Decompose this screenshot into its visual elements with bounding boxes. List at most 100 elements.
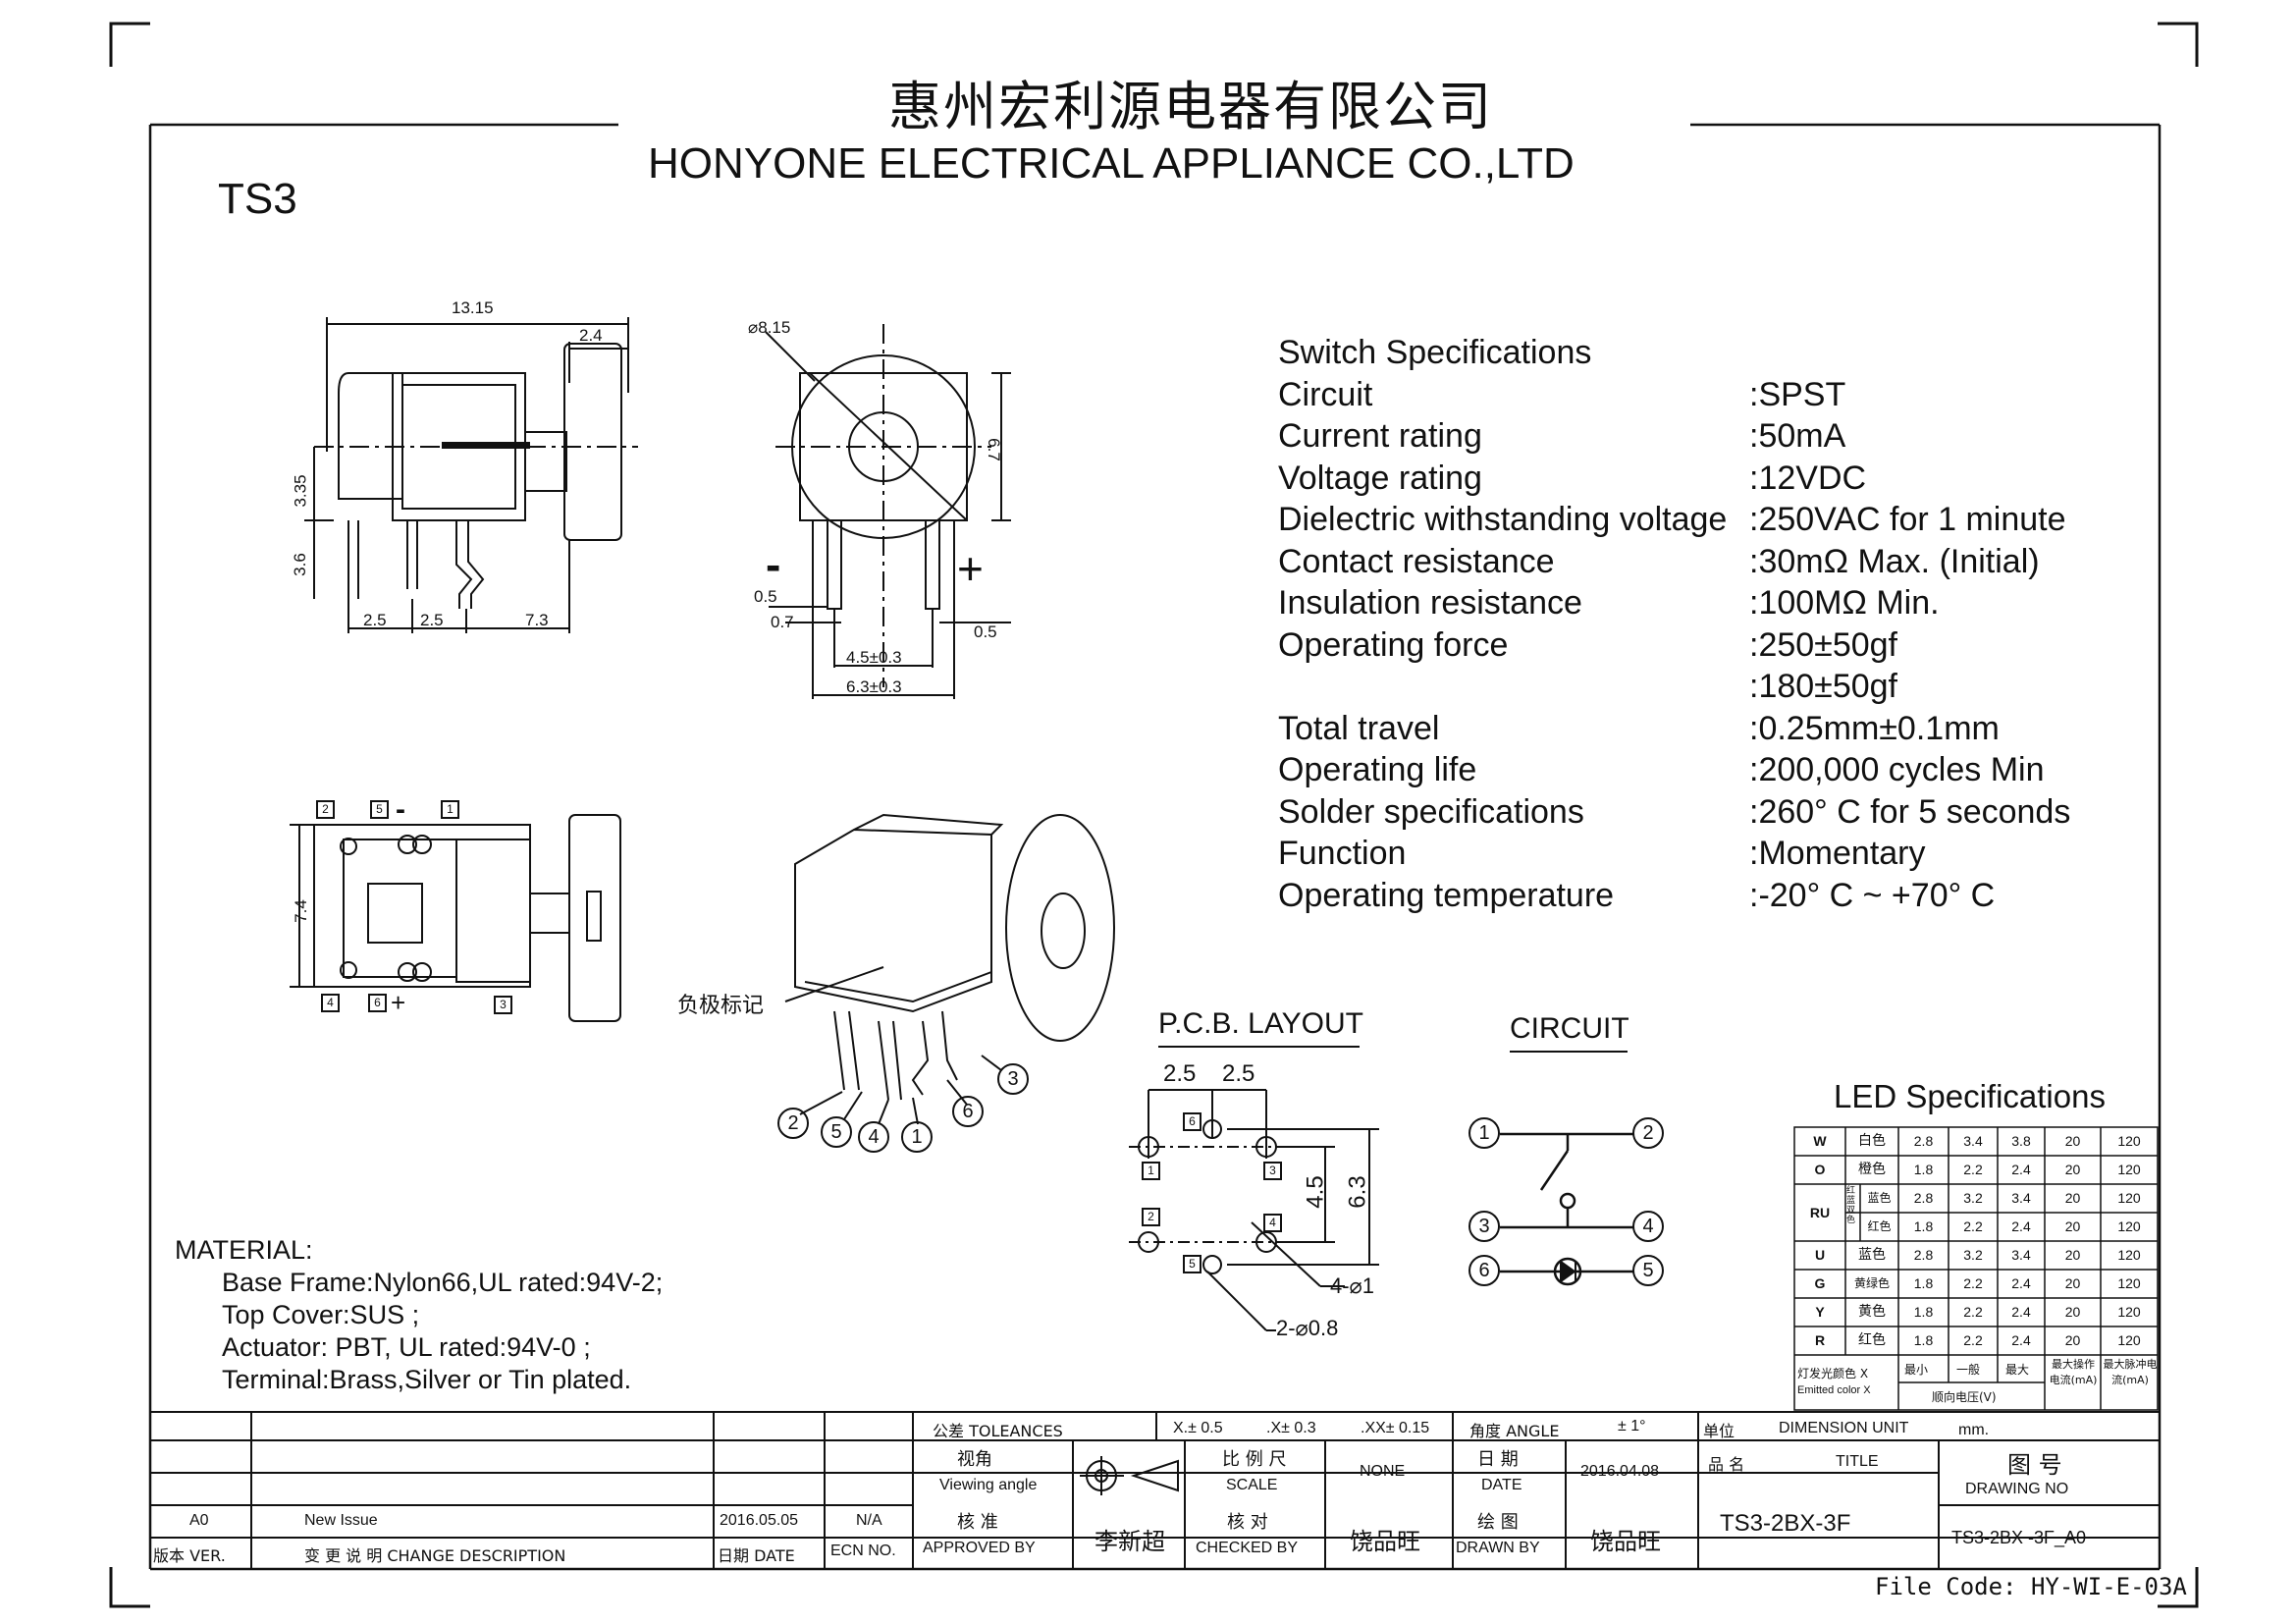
led-vf-max: 3.4	[2011, 1190, 2031, 1206]
led-table-grid	[1793, 1126, 2159, 1411]
tb-unit-value: mm.	[1958, 1422, 1990, 1438]
spec-label: Solder specifications	[1278, 793, 1584, 831]
iso-pin-3: 3	[997, 1063, 1029, 1095]
pcb-pin-4: 4	[1263, 1214, 1282, 1232]
led-table: W 白色 2.8 3.4 3.8 20 120 O 橙色 1.8 2.2 2.4…	[1794, 1127, 2158, 1355]
top-pin-5: 5	[370, 800, 389, 819]
frame-border	[148, 123, 2162, 1571]
circuit-pin-2: 2	[1632, 1117, 1664, 1149]
led-vf-typ: 3.2	[1963, 1190, 1983, 1206]
tb-scale-en: SCALE	[1226, 1477, 1278, 1493]
tb-drawing-no-en: DRAWING NO	[1965, 1481, 2069, 1497]
dim-side-cap: 2.4	[579, 326, 603, 345]
spec-value: :12VDC	[1749, 460, 1867, 497]
led-color: 白色	[1858, 1133, 1886, 1149]
spec-value: :30mΩ Max. (Initial)	[1749, 543, 2040, 580]
tb-approve-cn: 核 准	[957, 1512, 998, 1533]
circuit-title: CIRCUIT	[1510, 1012, 1629, 1045]
iso-pin-4: 4	[858, 1121, 889, 1153]
dim-pcb-holes-2: 2-⌀0.8	[1276, 1316, 1339, 1340]
led-spec-heading: LED Specifications	[1834, 1078, 2106, 1114]
pcb-layout-title: P.C.B. LAYOUT	[1158, 1007, 1363, 1040]
circuit-schematic	[1500, 1132, 1634, 1286]
top-pin-2: 2	[316, 800, 335, 819]
top-plus-mark: +	[391, 988, 406, 1017]
spec-label: Circuit	[1278, 376, 1373, 413]
pcb-pin-2: 2	[1142, 1208, 1160, 1226]
tb-drawn-en: DRAWN BY	[1456, 1540, 1540, 1556]
led-ip: 120	[2117, 1247, 2141, 1263]
led-foot-max: 最大	[2005, 1363, 2030, 1377]
pcb-layout-drawing	[1129, 1089, 1379, 1331]
led-code: R	[1814, 1332, 1826, 1348]
led-ip: 120	[2117, 1275, 2141, 1291]
led-color: 蓝色	[1867, 1191, 1892, 1205]
circuit-pin-1: 1	[1468, 1117, 1500, 1149]
front-view	[765, 324, 1011, 699]
spec-label: Contact resistance	[1278, 543, 1555, 580]
tb-header-version: 版本 VER.	[153, 1546, 226, 1565]
led-vf-max: 2.4	[2011, 1162, 2031, 1177]
led-if: 20	[2064, 1304, 2081, 1320]
led-ip: 120	[2117, 1304, 2141, 1320]
led-if: 20	[2064, 1190, 2081, 1206]
spec-label: Operating force	[1278, 626, 1509, 664]
tb-tolerance-x: X.± 0.5	[1173, 1420, 1223, 1436]
iso-pin-5: 5	[821, 1116, 852, 1148]
tb-scale-cn: 比 例 尺	[1222, 1449, 1287, 1470]
led-vf-typ: 2.2	[1963, 1162, 1983, 1177]
material-line: Base Frame:Nylon66,UL rated:94V-2;	[222, 1268, 664, 1297]
tb-drawer-name: 饶品旺	[1590, 1528, 1661, 1555]
led-if: 20	[2064, 1332, 2081, 1348]
corner-marks	[109, 22, 2199, 1608]
led-ip: 120	[2117, 1218, 2141, 1234]
iso-pin-6: 6	[952, 1096, 984, 1127]
tb-angle-value: ± 1°	[1618, 1418, 1646, 1435]
led-code: Y	[1815, 1304, 1825, 1320]
spec-label: Insulation resistance	[1278, 584, 1582, 622]
dim-side-36: 3.6	[290, 553, 309, 576]
led-color: 红色	[1858, 1332, 1886, 1348]
led-color: 黄绿色	[1853, 1276, 1890, 1290]
spec-value: :Momentary	[1749, 835, 1926, 872]
material-line: Top Cover:SUS ;	[222, 1300, 420, 1329]
top-pin-4: 4	[321, 994, 340, 1012]
tb-unit-en: DIMENSION UNIT	[1779, 1420, 1909, 1436]
tb-check-cn: 核 对	[1227, 1512, 1268, 1533]
led-foot-typ: 一般	[1956, 1363, 1981, 1377]
tb-checker-name: 饶品旺	[1350, 1528, 1420, 1555]
led-vf-typ: 2.2	[1963, 1332, 1983, 1348]
tb-title-value: TS3-2BX-3F	[1720, 1510, 1851, 1537]
front-minus-mark: -	[766, 539, 781, 590]
led-if: 20	[2064, 1247, 2081, 1263]
spec-value: :0.25mm±0.1mm	[1749, 710, 2000, 747]
led-if: 20	[2064, 1133, 2081, 1149]
spec-label: Total travel	[1278, 710, 1440, 747]
led-vf-max: 2.4	[2011, 1218, 2031, 1234]
led-vf-min: 2.8	[1913, 1247, 1934, 1263]
led-foot-color-en: Emitted color X	[1797, 1384, 1871, 1396]
led-vf-min: 1.8	[1913, 1332, 1934, 1348]
led-vf-min: 1.8	[1913, 1304, 1934, 1320]
spec-value: :260° C for 5 seconds	[1749, 793, 2071, 831]
material-line: Actuator: PBT, UL rated:94V-0 ;	[222, 1332, 591, 1362]
spec-value: :250VAC for 1 minute	[1749, 501, 2066, 538]
tb-rev-version: A0	[189, 1512, 209, 1529]
model-label: TS3	[218, 175, 297, 223]
dim-pcb-45: 4.5	[1302, 1175, 1329, 1209]
tb-title-en: TITLE	[1836, 1453, 1879, 1470]
led-code: O	[1814, 1162, 1826, 1177]
dim-side-73: 7.3	[525, 611, 549, 629]
top-pin-6: 6	[368, 994, 387, 1012]
tb-view-cn: 视角	[957, 1449, 992, 1470]
led-vf-max: 3.8	[2011, 1133, 2031, 1149]
tb-header-ecn: ECN NO.	[830, 1543, 896, 1559]
circuit-pin-3: 3	[1468, 1211, 1500, 1242]
tb-scale-value: NONE	[1360, 1463, 1406, 1480]
circuit-pin-4: 4	[1632, 1211, 1664, 1242]
led-vf-typ: 3.4	[1963, 1133, 1983, 1149]
dim-side-25a: 2.5	[363, 611, 387, 629]
led-code: U	[1814, 1247, 1826, 1263]
led-vf-typ: 2.2	[1963, 1275, 1983, 1291]
negative-mark-label: 负极标记	[677, 994, 765, 1018]
